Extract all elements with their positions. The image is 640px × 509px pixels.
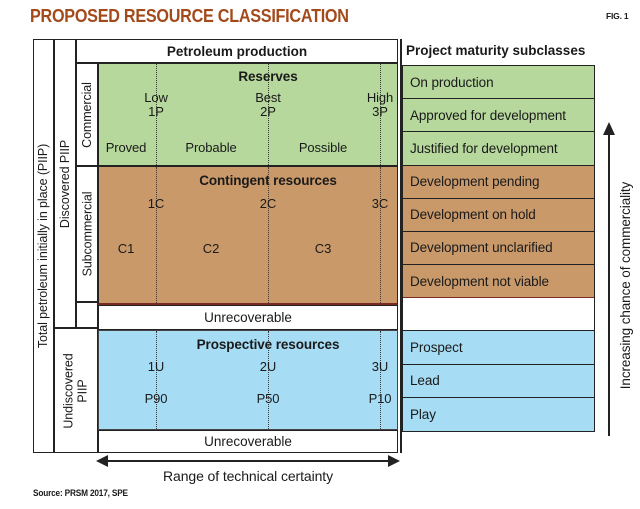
category-c1: C1	[117, 241, 135, 256]
dotted-line-3u	[380, 331, 381, 429]
subclass-column: On production Approved for development J…	[402, 65, 595, 432]
dotted-line-3c	[380, 167, 381, 303]
category-possible: Possible	[298, 140, 348, 155]
category-c2: C2	[202, 241, 220, 256]
estimate-2u: 2U	[259, 359, 277, 374]
horizontal-arrow-shaft	[106, 460, 390, 462]
category-probable: Probable	[185, 140, 237, 155]
dotted-line-1p	[156, 64, 157, 165]
reserves-title: Reserves	[238, 69, 298, 84]
right-arrowhead-icon	[388, 455, 400, 467]
estimate-high-3p: High 3P	[366, 90, 394, 119]
contingent-title: Contingent resources	[199, 173, 337, 188]
subclass-row-play: Play	[403, 397, 594, 431]
subclass-row-dev-unclarified: Development unclarified	[403, 231, 594, 266]
axis-subcommercial-label: Subcommercial	[80, 191, 94, 277]
subclass-row-dev-not-viable: Development not viable	[403, 265, 594, 299]
axis-undiscovered-piip-label: Undiscovered PIIP	[62, 352, 91, 429]
axis-commercial-label: Commercial	[80, 81, 94, 148]
subclass-row-prospect: Prospect	[403, 331, 594, 365]
axis-total-piip: Total petroleum initially in place (PIIP…	[33, 39, 54, 453]
subclass-row-dev-on-hold: Development on hold	[403, 198, 594, 232]
unrecoverable-lower: Unrecoverable	[98, 430, 398, 453]
axis-discovered-piip: Discovered PIIP	[54, 39, 76, 328]
estimate-best-2p: Best 2P	[255, 90, 281, 119]
axis-subcommercial: Subcommercial	[76, 166, 98, 302]
percentile-p10: P10	[368, 391, 392, 406]
estimate-3c: 3C	[371, 196, 389, 211]
dotted-line-2u	[268, 331, 269, 429]
source-note: Source: PRSM 2017, SPE	[33, 488, 128, 498]
subclass-row-dev-pending: Development pending	[403, 165, 594, 199]
estimate-2c: 2C	[259, 196, 277, 211]
axis-undiscovered-piip: Undiscovered PIIP	[54, 328, 98, 453]
dotted-line-1c	[156, 167, 157, 303]
header-petroleum-production-label: Petroleum production	[166, 43, 308, 59]
dotted-line-2p	[268, 64, 269, 165]
dotted-line-1u	[156, 331, 157, 429]
estimate-3u: 3U	[371, 359, 389, 374]
axis-total-piip-label: Total petroleum initially in place (PIIP…	[36, 143, 51, 349]
percentile-p50: P50	[256, 391, 280, 406]
dotted-line-3p	[380, 64, 381, 165]
vertical-axis-label-wrap: Increasing chance of commerciality	[613, 134, 639, 436]
figure-number-label: FIG. 1	[606, 11, 629, 21]
unrecoverable-upper: Unrecoverable	[98, 305, 398, 330]
subclass-row-lead: Lead	[403, 364, 594, 398]
contingent-zone: Contingent resources 1C 2C 3C C1 C2 C3	[98, 166, 398, 305]
header-project-maturity: Project maturity subclasses	[406, 43, 586, 58]
estimate-low-1p: Low 1P	[144, 90, 168, 119]
axis-discovered-piip-label: Discovered PIIP	[58, 139, 72, 228]
axis-empty-cell	[76, 302, 98, 328]
category-proved: Proved	[105, 140, 147, 155]
estimate-1u: 1U	[147, 359, 165, 374]
percentile-p90: P90	[144, 391, 168, 406]
vertical-arrow-shaft	[608, 134, 610, 436]
prospective-zone: Prospective resources 1U 2U 3U P90 P50 P…	[98, 330, 398, 430]
axis-commercial: Commercial	[76, 63, 98, 166]
subclass-row-empty	[403, 298, 594, 332]
estimate-1c: 1C	[147, 196, 165, 211]
subclass-row-on-production: On production	[403, 66, 594, 100]
vertical-axis-label: Increasing chance of commerciality	[618, 181, 634, 389]
reserves-zone: Reserves Low 1P Best 2P High 3P Proved P…	[98, 63, 398, 166]
dotted-line-2c	[268, 167, 269, 303]
subclass-row-justified: Justified for development	[403, 132, 594, 166]
header-petroleum-production: Petroleum production	[76, 39, 398, 63]
prospective-title: Prospective resources	[196, 337, 340, 352]
page-title: PROPOSED RESOURCE CLASSIFICATION	[30, 6, 349, 26]
up-arrowhead-icon	[603, 122, 615, 135]
horizontal-axis-label: Range of technical certainty	[163, 468, 333, 484]
left-arrowhead-icon	[96, 455, 108, 467]
subclass-row-approved: Approved for development	[403, 99, 594, 133]
column-separator-line	[400, 39, 402, 453]
category-c3: C3	[314, 241, 332, 256]
